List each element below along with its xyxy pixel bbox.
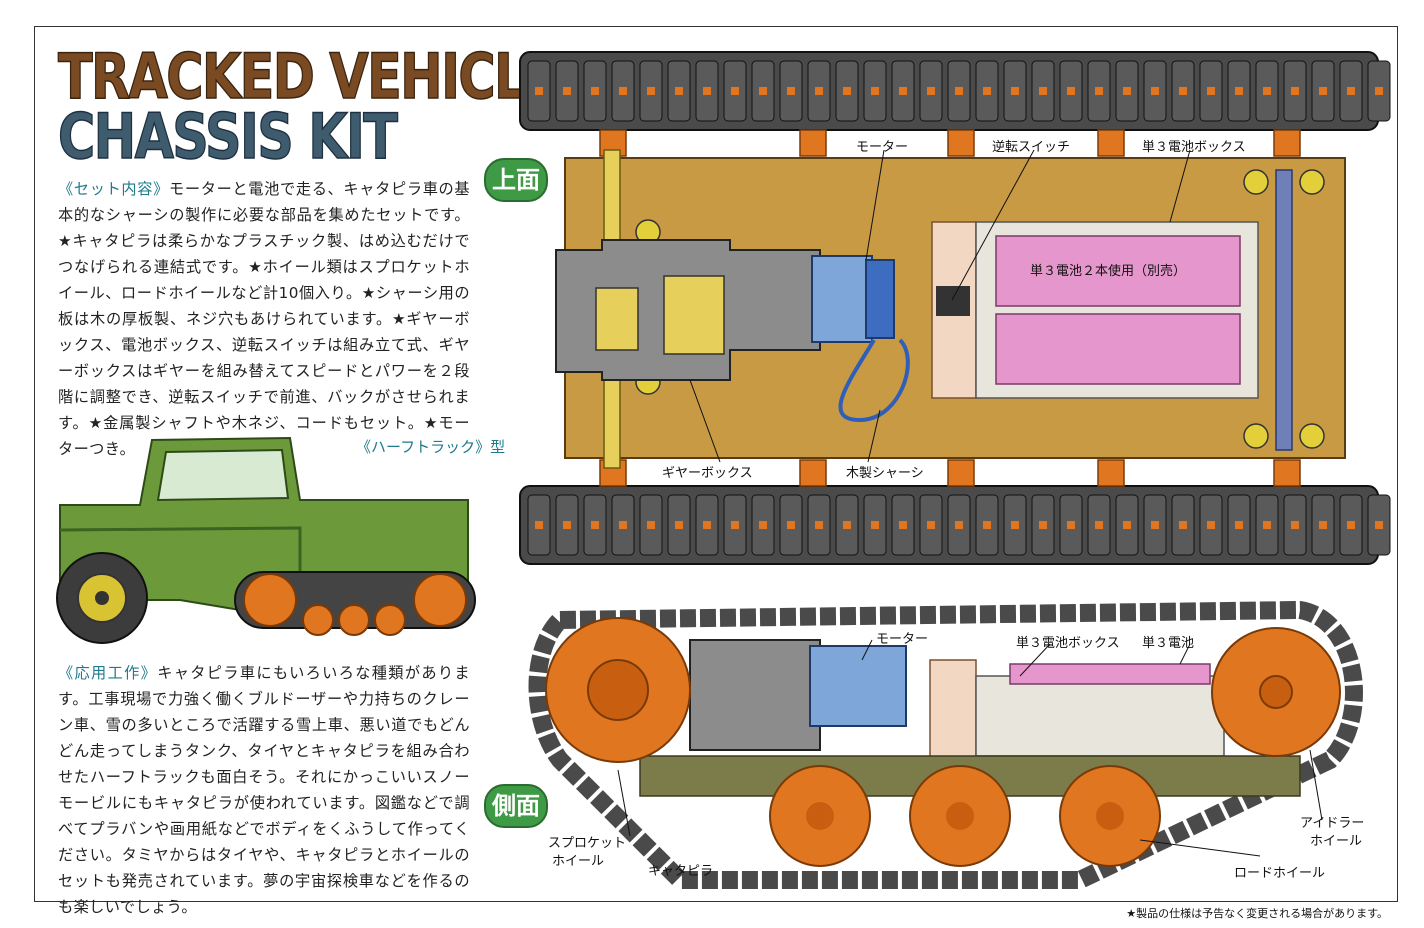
side-label-track: キャタピラ [648, 864, 714, 879]
track-pin [843, 87, 851, 95]
set-contents-paragraph: 《セット内容》モーターと電池で走る、キャタピラ車の基本的なシャーシの製作に必要な… [58, 176, 470, 462]
side-label-motor: モーター [876, 632, 929, 647]
halftrack-label: 《ハーフトラック》型 [356, 438, 506, 456]
side-label-road-wheel: ロードホイール [1234, 866, 1326, 881]
track-pin [535, 521, 543, 529]
track-pin [1151, 87, 1159, 95]
track-pin [1347, 521, 1355, 529]
set-contents-heading: 《セット内容》 [58, 180, 169, 198]
track-pin [759, 87, 767, 95]
track-pin [591, 521, 599, 529]
track-pin [647, 87, 655, 95]
track-pin [1319, 87, 1327, 95]
track-pin [1179, 87, 1187, 95]
top-view-diagram [519, 51, 1391, 565]
side-view-diagram [528, 600, 1363, 889]
side-label-idler-1: アイドラー [1300, 816, 1365, 831]
track-pin [983, 87, 991, 95]
track-pin [619, 87, 627, 95]
track-pin [871, 521, 879, 529]
page-border [34, 26, 1398, 902]
track-pin [1039, 87, 1047, 95]
track-pin [927, 521, 935, 529]
side-view-badge: 側面 [484, 784, 548, 828]
top-label-wood-chassis: 木製シャーシ [846, 466, 924, 481]
applications-text: キャタピラ車にもいろいろな種類があります。工事現場で力強く働くブルドーザーや力持… [58, 664, 471, 916]
track-pin [535, 87, 543, 95]
track-pin [787, 521, 795, 529]
track-pin [1319, 521, 1327, 529]
track-pin [1151, 521, 1159, 529]
track-links-bottom [527, 494, 1391, 556]
track-pin [843, 521, 851, 529]
track-pin [1095, 521, 1103, 529]
track-pin [703, 87, 711, 95]
top-label-batteries: 単３電池２本使用（別売） [1030, 264, 1187, 279]
track-pin [1179, 521, 1187, 529]
track-pin [675, 87, 683, 95]
track-pin [1123, 521, 1131, 529]
track-pin [1011, 87, 1019, 95]
side-label-sprocket-1: スプロケット [548, 836, 627, 851]
track-pin [927, 87, 935, 95]
track-pin [1375, 521, 1383, 529]
track-pin [1375, 87, 1383, 95]
track-pin [1291, 521, 1299, 529]
track-pin [983, 521, 991, 529]
track-pin [1207, 87, 1215, 95]
applications-paragraph: 《応用工作》キャタピラ車にもいろいろな種類があります。工事現場で力強く働くブルド… [58, 660, 470, 920]
side-label-sprocket-2: ホイール [552, 854, 605, 869]
applications-heading: 《応用工作》 [58, 664, 158, 682]
track-pin [955, 521, 963, 529]
side-label-battery-box: 単３電池ボックス [1016, 636, 1120, 651]
track-pin [731, 87, 739, 95]
halftrack-illustration [56, 436, 476, 644]
track-pin [787, 87, 795, 95]
track-pin [899, 87, 907, 95]
track-pin [1291, 87, 1299, 95]
track-pin [1235, 521, 1243, 529]
track-pin [955, 87, 963, 95]
title-line-2: CHASSIS KIT [57, 99, 398, 174]
track-pin [815, 521, 823, 529]
track-links-top [527, 60, 1391, 122]
track-pin [591, 87, 599, 95]
top-view-badge: 上面 [484, 158, 548, 202]
track-pin [647, 521, 655, 529]
footnote: ★製品の仕様は予告なく変更される場合があります。 [1126, 907, 1388, 920]
track-pin [563, 521, 571, 529]
top-label-motor: モーター [856, 140, 909, 155]
track-pin [1095, 87, 1103, 95]
title-line-1: TRACKED VEHICLE [57, 39, 560, 114]
track-pin [1123, 87, 1131, 95]
track-pin [1263, 87, 1271, 95]
top-label-reverse-switch: 逆転スイッチ [992, 140, 1071, 155]
set-contents-text: モーターと電池で走る、キャタピラ車の基本的なシャーシの製作に必要な部品を集めたセ… [58, 180, 470, 458]
track-pin [731, 521, 739, 529]
track-pin [815, 87, 823, 95]
top-label-gearbox: ギヤーボックス [662, 466, 753, 481]
track-pin [759, 521, 767, 529]
track-pin [1347, 87, 1355, 95]
track-pin [1263, 521, 1271, 529]
track-pin [1207, 521, 1215, 529]
side-label-idler-2: ホイール [1310, 834, 1363, 849]
track-pin [703, 521, 711, 529]
track-pin [563, 87, 571, 95]
track-pin [1039, 521, 1047, 529]
track-pin [1011, 521, 1019, 529]
track-pin [1067, 87, 1075, 95]
top-label-battery-box: 単３電池ボックス [1142, 140, 1246, 155]
track-pin [1235, 87, 1243, 95]
track-pin [899, 521, 907, 529]
track-pin [871, 87, 879, 95]
track-pin [675, 521, 683, 529]
track-pin [1067, 521, 1075, 529]
track-pin [619, 521, 627, 529]
side-label-battery: 単３電池 [1142, 636, 1195, 651]
